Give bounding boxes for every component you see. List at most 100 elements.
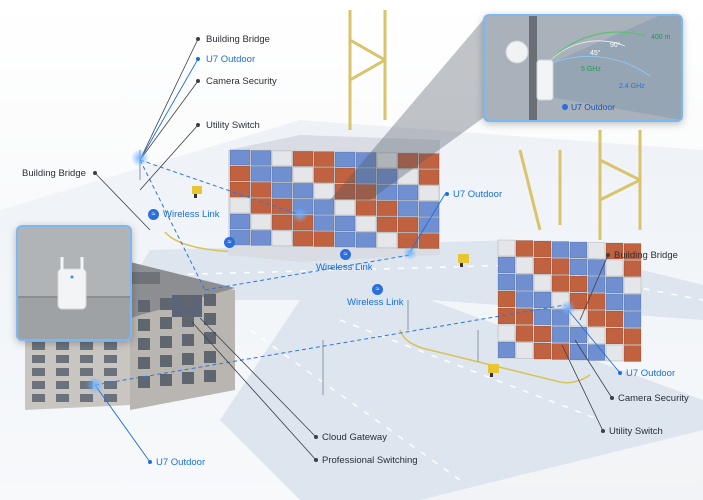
- shipping-container: [497, 324, 516, 342]
- inset-band-24ghz-label: 2.4 GHz: [619, 83, 645, 90]
- shipping-container: [515, 342, 534, 359]
- wireless-link-label: Wireless Link: [163, 209, 220, 220]
- shipping-container: [623, 311, 642, 328]
- label-bottom-u7-outdoor: U7 Outdoor: [156, 457, 206, 468]
- building-window: [104, 368, 117, 376]
- building-window: [104, 381, 117, 389]
- shipping-container: [229, 149, 251, 166]
- building-window: [204, 332, 216, 344]
- shipping-container: [551, 275, 570, 292]
- shipping-container: [551, 343, 570, 360]
- shipping-container: [229, 197, 251, 214]
- wireless-link-badge-1: ≈ Wireless Link: [148, 209, 220, 220]
- building-window: [80, 355, 93, 363]
- label-left-building-bridge: Building Bridge: [22, 168, 86, 179]
- shipping-container: [418, 233, 440, 250]
- shipping-container: [313, 151, 335, 168]
- shipping-container: [515, 240, 534, 257]
- wireless-link-badge-2: Wireless Link: [316, 262, 373, 273]
- shipping-container: [515, 308, 534, 325]
- shipping-container: [497, 256, 516, 274]
- label-right-utility-switch: Utility Switch: [609, 426, 663, 437]
- label-top-utility-switch: Utility Switch: [206, 120, 260, 131]
- shipping-container: [623, 345, 642, 362]
- cranes: [348, 10, 642, 240]
- shipping-container: [623, 294, 642, 311]
- shipping-container: [515, 274, 534, 291]
- pole-mount-inset: 400 m 90° 45° 5 GHz 2.4 GHz U7 Outdoor: [483, 14, 683, 122]
- inset-callout-shadow: [330, 20, 483, 200]
- label-top-u7-outdoor: U7 Outdoor: [206, 54, 256, 65]
- wireless-link-label: Wireless Link: [347, 297, 404, 308]
- shipping-container: [313, 215, 335, 232]
- shipping-container: [397, 216, 419, 233]
- shipping-container: [334, 231, 356, 248]
- building-window: [80, 342, 93, 350]
- shipping-container: [229, 181, 251, 198]
- building-window: [182, 315, 194, 327]
- shipping-container: [587, 327, 606, 344]
- building-window: [104, 342, 117, 350]
- shipping-container: [292, 230, 314, 247]
- shipping-container: [587, 276, 606, 293]
- shipping-container: [397, 184, 419, 201]
- label-anchor-dots: [93, 37, 622, 464]
- inset-range-label: 400 m: [651, 34, 671, 41]
- shipping-container: [334, 183, 356, 200]
- building-window: [160, 374, 172, 386]
- building-window: [104, 355, 117, 363]
- shipping-container: [533, 274, 552, 292]
- building-window: [204, 370, 216, 382]
- shipping-container: [292, 166, 314, 183]
- wireless-link-icon-2: ≈: [340, 249, 351, 260]
- building-window: [56, 368, 69, 376]
- shipping-container: [569, 275, 588, 293]
- label-top-camera-security: Camera Security: [206, 76, 277, 87]
- shipping-container: [418, 153, 440, 170]
- wall-mount-inset: [16, 225, 132, 341]
- shipping-container: [292, 182, 314, 199]
- shipping-container: [605, 293, 624, 311]
- building-window: [32, 342, 45, 350]
- shipping-container: [250, 165, 272, 182]
- forklifts: [192, 186, 499, 377]
- shipping-container: [313, 167, 335, 184]
- shipping-container: [533, 240, 552, 258]
- building-window: [182, 296, 194, 308]
- building-window: [138, 357, 150, 369]
- shipping-container: [355, 215, 377, 232]
- shipping-container: [605, 344, 624, 362]
- shipping-container: [313, 231, 335, 248]
- shipping-container: [355, 199, 377, 216]
- u7-outdoor-markers: [86, 149, 576, 394]
- shipping-container: [355, 151, 377, 168]
- shipping-container: [497, 273, 516, 291]
- wireless-link-badge-3: Wireless Link: [347, 297, 404, 308]
- shipping-container: [376, 184, 398, 201]
- shipping-container: [569, 258, 588, 276]
- shipping-container: [623, 328, 642, 345]
- shipping-container: [250, 213, 272, 230]
- label-right-u7-outdoor: U7 Outdoor: [626, 368, 676, 379]
- shipping-container: [376, 152, 398, 169]
- shipping-container: [229, 213, 251, 230]
- inset-angle-90-label: 90°: [610, 42, 621, 49]
- shipping-container: [497, 239, 516, 257]
- building-window: [32, 381, 45, 389]
- label-right-camera-security: Camera Security: [618, 393, 689, 404]
- shipping-container: [605, 259, 624, 277]
- coverage-photo: [485, 16, 681, 120]
- shipping-container: [271, 230, 293, 247]
- label-top-building-bridge: Building Bridge: [206, 34, 270, 45]
- shipping-container: [605, 327, 624, 345]
- shipping-container: [397, 168, 419, 185]
- building-window: [182, 353, 194, 365]
- shipping-container: [334, 215, 356, 232]
- building-window: [138, 319, 150, 331]
- shipping-container: [313, 199, 335, 216]
- shipping-container: [250, 229, 272, 246]
- shipping-container: [623, 260, 642, 277]
- wall-mount-photo: [18, 227, 130, 339]
- shipping-container: [587, 310, 606, 327]
- shipping-container: [605, 242, 624, 260]
